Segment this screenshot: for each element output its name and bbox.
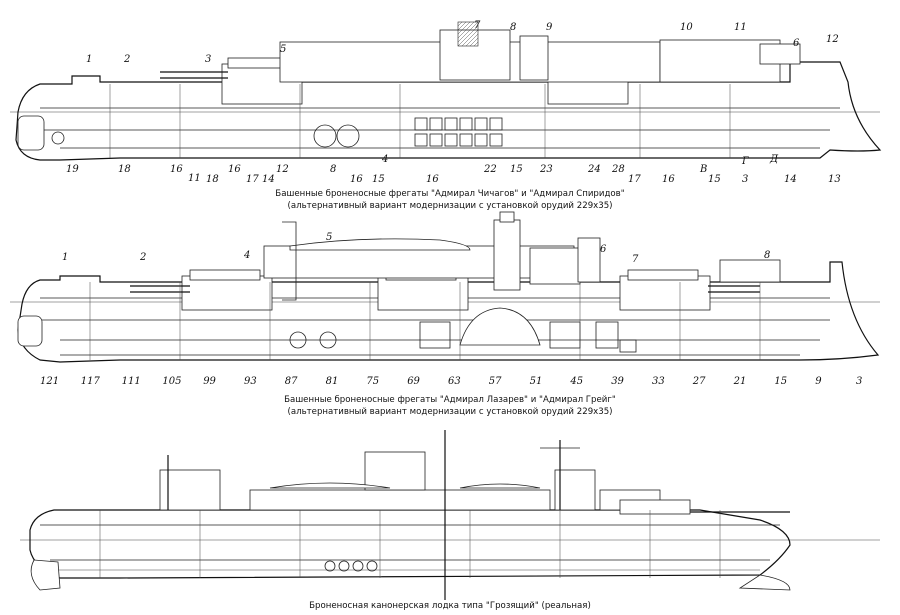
frame-number-93: 93 — [244, 376, 257, 387]
drawing-2-caption-line2: (альтернативный вариант модернизации с у… — [287, 407, 612, 417]
frame-number-3: 3 — [856, 376, 862, 387]
d2-callout-6: 6 — [600, 244, 607, 255]
frame-number-81: 81 — [326, 376, 339, 387]
callout-15: 11 — [188, 173, 201, 184]
callout-22: 16 — [350, 174, 363, 185]
callout-3b: 3 — [742, 174, 748, 185]
drawing-1-caption-line1: Башенные броненосные фрегаты "Адмирал Чи… — [275, 189, 624, 199]
frame-number-27: 27 — [692, 376, 706, 387]
frame-number-105: 105 — [162, 376, 181, 387]
callout-D: 22 — [483, 164, 497, 175]
frame-number-33: 33 — [652, 376, 665, 387]
callout-e: Д — [769, 154, 779, 165]
callout-8b: 8 — [330, 164, 336, 175]
frame-number-63: 63 — [448, 376, 461, 387]
callout-16b: 16 — [662, 174, 675, 185]
frame-number-87: 87 — [285, 376, 298, 387]
callout-d: Г — [741, 156, 749, 167]
drawing-3-groziashchiy: Броненосная канонерская лодка типа "Гроз… — [20, 430, 880, 611]
callout-14: 14 — [784, 174, 797, 185]
callout-2: 2 — [123, 54, 130, 65]
callout-19: 15 — [510, 164, 523, 175]
callout-3: 3 — [205, 54, 211, 65]
callout-8: 8 — [510, 22, 516, 33]
frame-number-51: 51 — [530, 376, 543, 387]
callout-13: 13 — [828, 174, 841, 185]
callout-23: 17 — [246, 174, 259, 185]
d2-callout-7: 7 — [632, 254, 639, 265]
frame-number-15: 15 — [774, 376, 787, 387]
frame-number-121: 121 — [40, 376, 59, 387]
callout-24: 18 — [118, 164, 131, 175]
callout-1: 1 — [86, 54, 92, 65]
d2-callout-1: 1 — [62, 252, 68, 263]
d2-callout-2: 2 — [139, 252, 146, 263]
callout-4: 4 — [381, 154, 388, 165]
drawing-1-chichagov: 1 2 3 5 7 8 9 10 11 6 12 19 18 16 11 18 … — [10, 20, 882, 211]
callout-24b: 18 — [206, 174, 219, 185]
callout-7: 7 — [474, 20, 481, 31]
drawing-2-caption-line1: Башенные броненосные фрегаты "Адмирал Ла… — [284, 395, 616, 405]
drawing-1-caption-line2: (альтернативный вариант модернизации с у… — [287, 201, 612, 211]
frame-number-9: 9 — [815, 376, 822, 387]
callout-6: 6 — [793, 38, 800, 49]
callout-20b: 16 — [426, 174, 439, 185]
callout-12: 12 — [826, 34, 839, 45]
callout-10: 10 — [680, 22, 693, 33]
frame-number-57: 57 — [489, 376, 502, 387]
d2-callout-8: 8 — [764, 250, 770, 261]
callout-16: 16 — [228, 164, 241, 175]
drawing-3-caption: Броненосная канонерская лодка типа "Гроз… — [309, 601, 591, 611]
d2-callout-4: 4 — [243, 250, 250, 261]
frame-number-39: 39 — [611, 376, 624, 387]
callout-R: 28 — [611, 164, 625, 175]
frame-number-69: 69 — [407, 376, 420, 387]
frame-number-21: 21 — [733, 376, 747, 387]
callout-28: 19 — [66, 164, 79, 175]
callout-17: 17 — [628, 174, 641, 185]
frame-number-45: 45 — [569, 376, 583, 387]
callout-9: 9 — [546, 22, 553, 33]
callout-18: 14 — [262, 174, 275, 185]
callout-15b: 15 — [708, 174, 721, 185]
callout-L: 24 — [587, 164, 601, 175]
callout-11: 11 — [734, 22, 747, 33]
d2-callout-5: 5 — [326, 232, 332, 243]
callout-20: 16 — [170, 164, 183, 175]
callout-12b: 12 — [276, 164, 289, 175]
frame-number-111: 111 — [122, 376, 141, 387]
frame-number-75: 75 — [366, 376, 379, 387]
callout-5: 5 — [280, 44, 286, 55]
frame-number-99: 99 — [203, 376, 216, 387]
callout-N: 23 — [539, 164, 553, 175]
frame-number-117: 117 — [81, 376, 101, 387]
callout-T: В — [699, 164, 707, 175]
callout-21: 15 — [372, 174, 385, 185]
